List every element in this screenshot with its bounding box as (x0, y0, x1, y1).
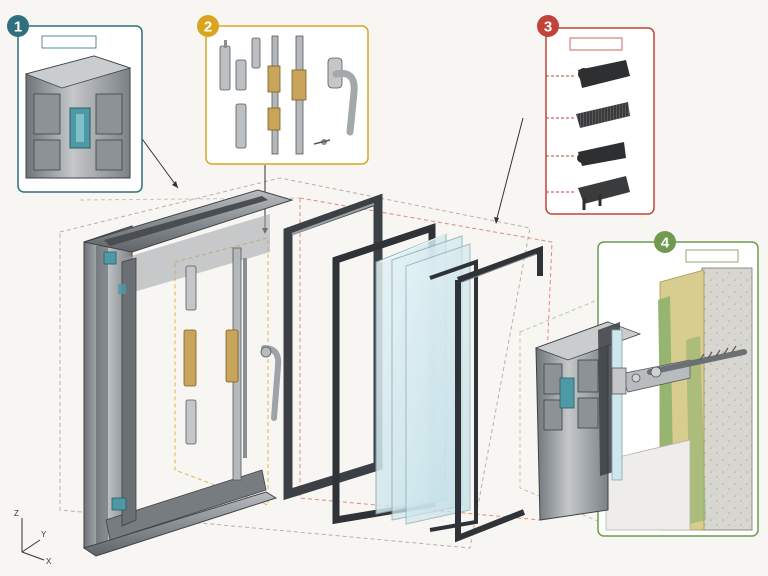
callout-1-label-box (41, 35, 97, 49)
callout-box-1 (17, 25, 143, 193)
callout-badge-3: 3 (537, 15, 559, 37)
sash-hardware-installed (183, 247, 282, 481)
axis-gizmo (21, 518, 45, 561)
thermal-break-bottom (111, 497, 127, 511)
callout-number-3: 3 (544, 19, 552, 36)
callout-badge-1: 1 (7, 15, 29, 37)
handle-icon (327, 57, 358, 136)
callout-box-3 (545, 27, 655, 215)
axis-label-x: X (46, 557, 52, 566)
hinge-icon (219, 37, 261, 149)
gasket-profile-icon (576, 60, 630, 210)
callout-3-label-box (569, 37, 623, 51)
axis-label-y: Y (41, 530, 47, 539)
thermal-break-top (103, 251, 117, 265)
callout-badge-4: 4 (654, 231, 676, 253)
callout-box-4 (597, 241, 759, 537)
thermal-break-section (559, 377, 575, 409)
glazing-unit (375, 233, 478, 532)
callout-number-2: 2 (204, 19, 212, 36)
callout-box-2 (205, 25, 369, 165)
callout-number-1: 1 (14, 19, 22, 36)
callout-number-4: 4 (661, 235, 670, 252)
callout-badge-2: 2 (197, 15, 219, 37)
anchor-bolt-icon (611, 345, 747, 395)
axis-label-z: Z (14, 509, 19, 518)
outer-gasket-frame (455, 245, 543, 543)
main-window-frame (82, 189, 294, 557)
wall-section-window-profile (534, 321, 642, 521)
handle-icon (261, 345, 282, 421)
concrete-wall (699, 267, 753, 531)
callout-4-label-box (685, 249, 739, 263)
